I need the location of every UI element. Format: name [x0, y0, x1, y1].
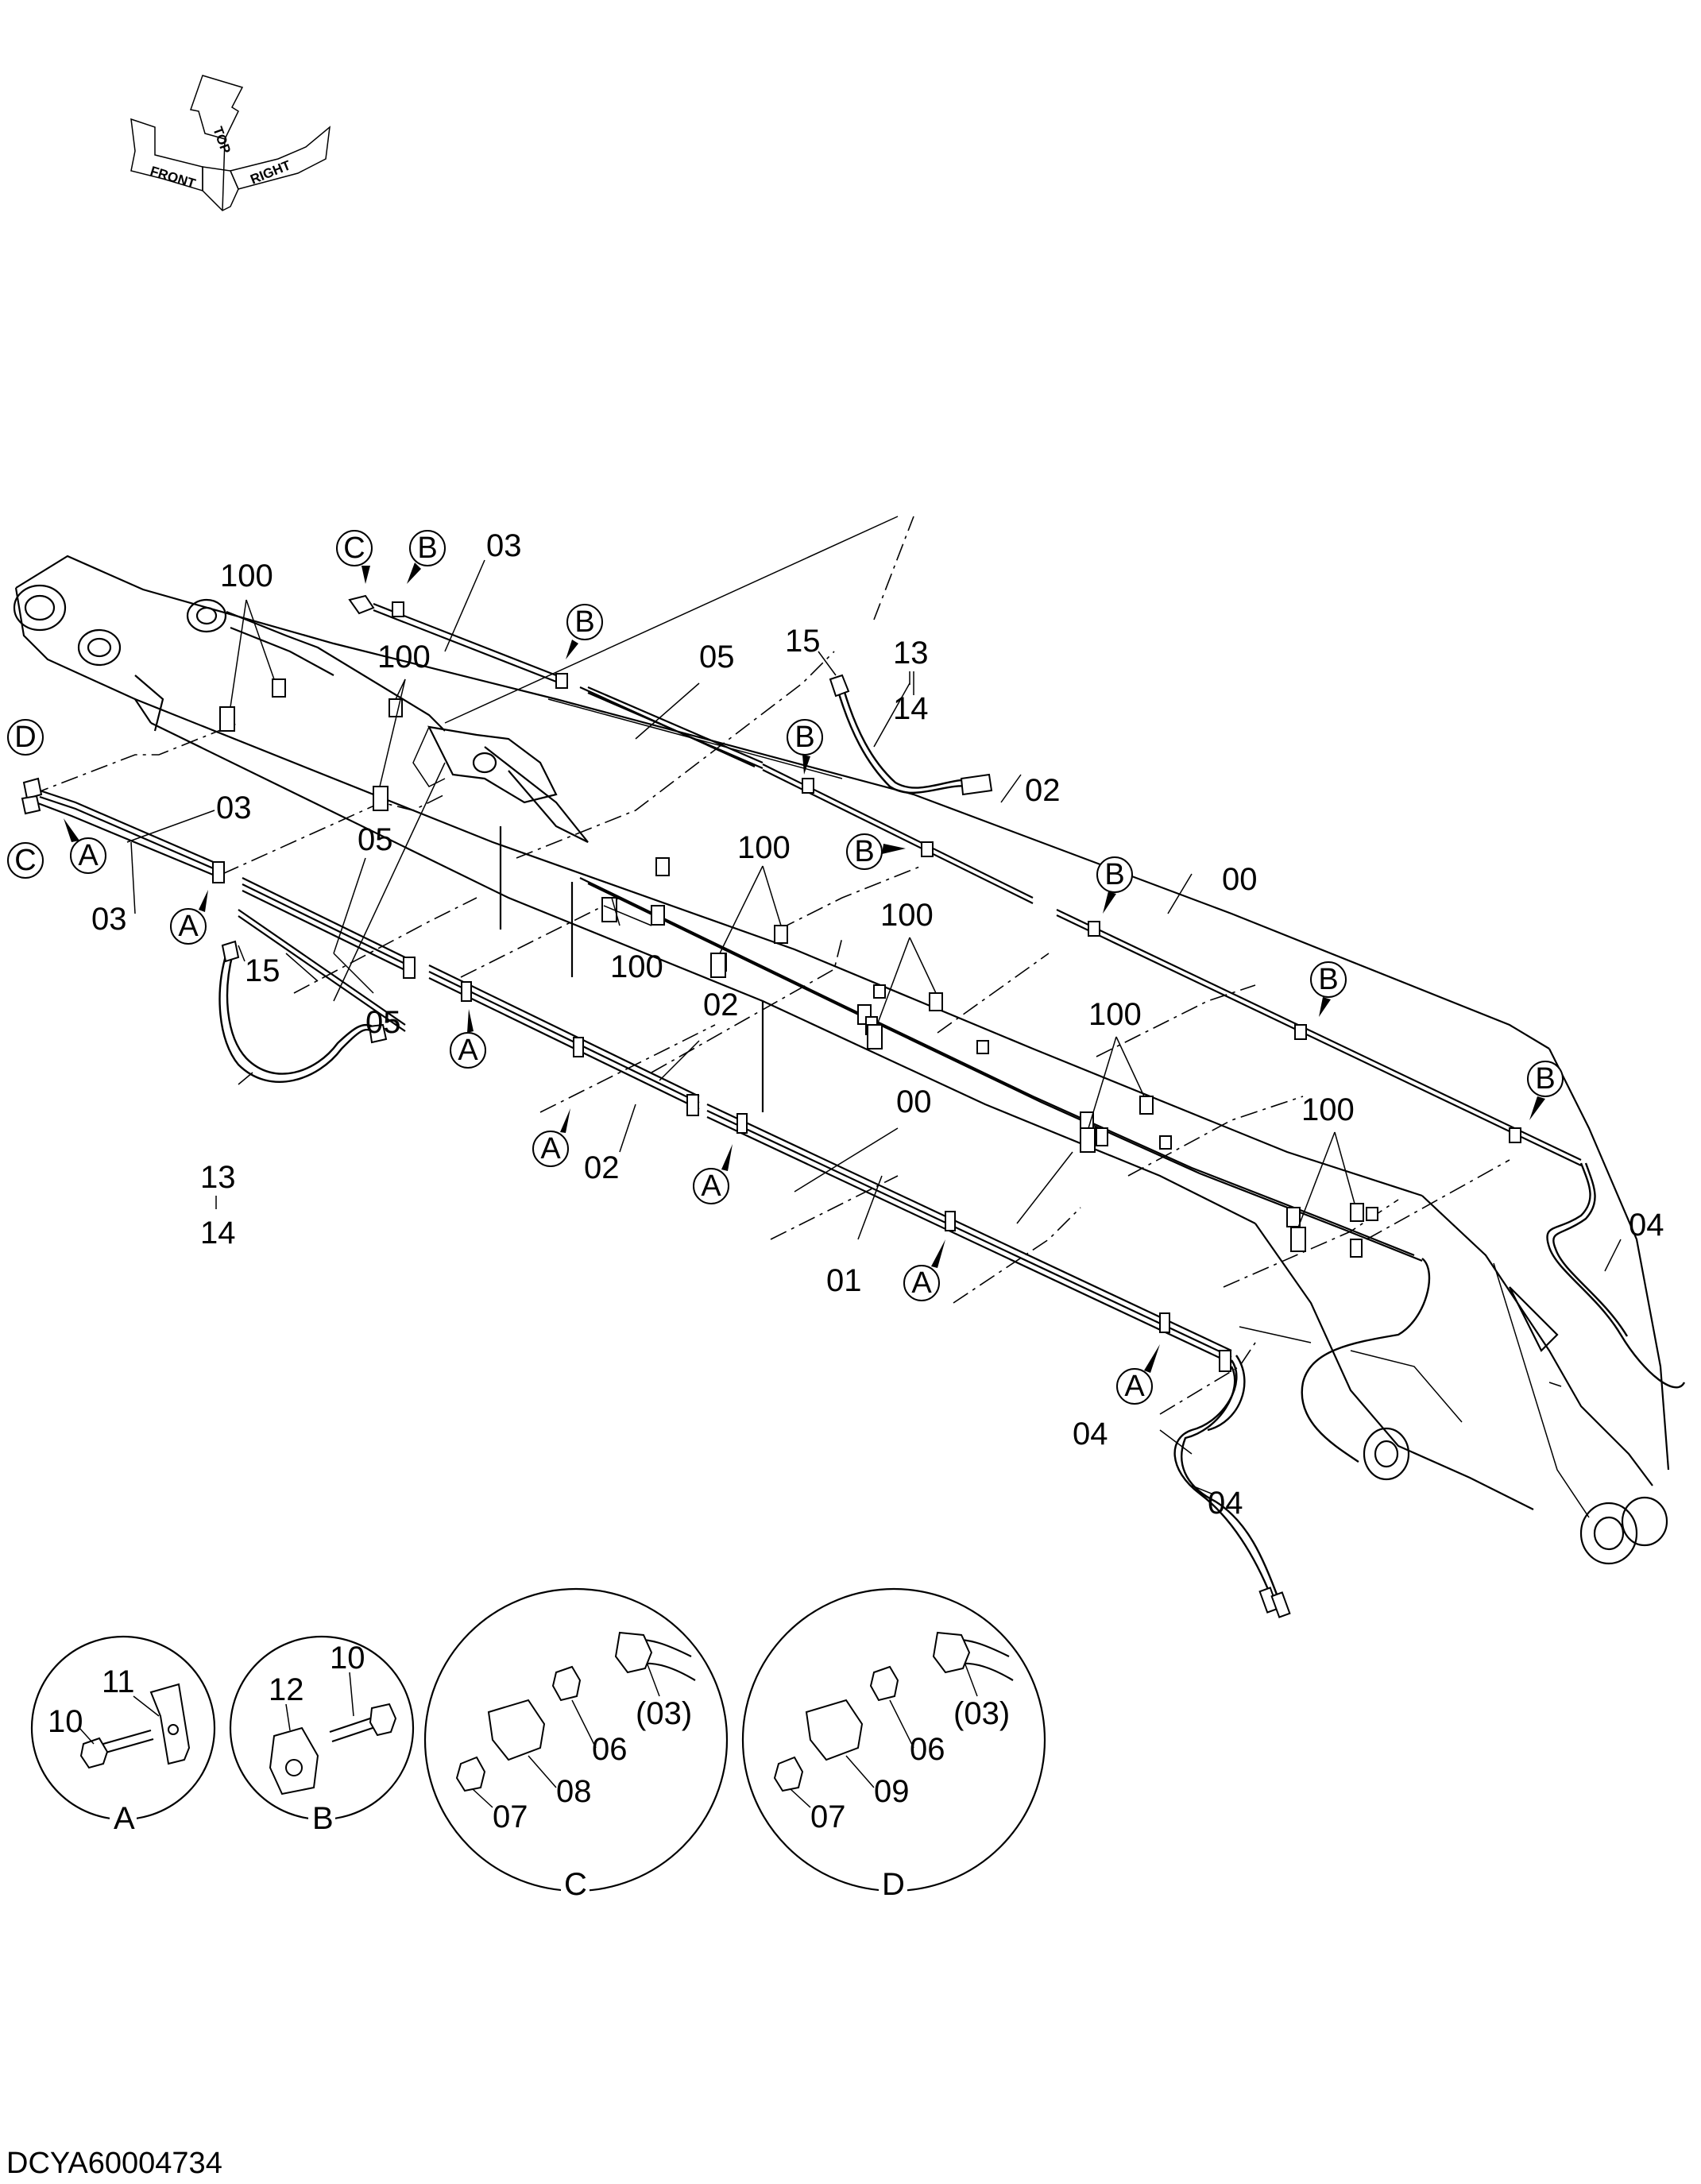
- callout-13: 13: [893, 636, 929, 671]
- detail-a: A 10 11: [30, 1635, 216, 1836]
- callout-05: 05: [358, 822, 393, 857]
- svg-text:A: A: [911, 1266, 932, 1300]
- detail-b-part-12: 12: [269, 1672, 304, 1707]
- detail-d-part-09: 09: [874, 1774, 910, 1809]
- detail-d: D (03) 06 09 07: [741, 1587, 1046, 1902]
- svg-text:B: B: [854, 835, 874, 868]
- callout-15: 15: [785, 624, 821, 659]
- callout-02: 02: [1025, 773, 1061, 808]
- svg-text:B: B: [794, 721, 814, 754]
- svg-text:C: C: [343, 532, 365, 565]
- callout-03: 03: [486, 528, 522, 563]
- callout-labels: 100 100 100 100 100 100 100 03 03 03 05 …: [91, 528, 1664, 1521]
- callout-15: 15: [245, 953, 280, 988]
- ref-marker-a: A: [450, 1032, 486, 1069]
- orient-right-label: RIGHT: [248, 157, 293, 187]
- upper-pipe-run: [348, 594, 1686, 1389]
- callout-14: 14: [893, 691, 929, 726]
- detail-a-part-10: 10: [48, 1704, 83, 1739]
- leader-lines: [126, 559, 1622, 1494]
- ref-marker-b: B: [566, 604, 603, 640]
- detail-c: C (03) 06 08 07: [423, 1587, 729, 1902]
- svg-text:A: A: [78, 839, 99, 872]
- ref-marker-a: A: [693, 1168, 729, 1204]
- ref-marker-c: C: [336, 530, 373, 566]
- circle-markers: B B B B B B B C D C A A A A A A A: [7, 530, 1564, 1405]
- ref-marker-b: B: [846, 833, 883, 870]
- svg-text:A: A: [701, 1169, 721, 1203]
- ref-marker-b: B: [1310, 961, 1347, 998]
- callout-14: 14: [200, 1216, 236, 1250]
- detail-b-part-10: 10: [330, 1641, 365, 1676]
- detail-d-label: D: [882, 1867, 905, 1902]
- callout-00: 00: [896, 1084, 932, 1119]
- svg-text:B: B: [1104, 858, 1124, 891]
- svg-text:A: A: [540, 1132, 561, 1165]
- detail-d-part-03: (03): [953, 1696, 1010, 1731]
- svg-text:D: D: [14, 721, 36, 754]
- svg-text:C: C: [14, 844, 36, 877]
- callout-03: 03: [91, 902, 127, 937]
- ref-marker-c: C: [7, 842, 44, 879]
- detail-a-part-11: 11: [102, 1664, 135, 1699]
- callout-00: 00: [1222, 862, 1258, 897]
- ref-marker-d: D: [7, 719, 44, 756]
- orient-front-label: FRONT: [149, 164, 198, 191]
- detail-d-part-07: 07: [810, 1799, 846, 1834]
- callout-100: 100: [220, 559, 273, 593]
- detail-d-part-06: 06: [910, 1732, 945, 1767]
- callout-02: 02: [584, 1150, 620, 1185]
- ref-marker-a: A: [532, 1131, 569, 1167]
- ref-marker-b: B: [409, 530, 446, 566]
- phantom-lines: [31, 516, 1510, 1415]
- ref-marker-a: A: [170, 908, 207, 945]
- svg-text:A: A: [178, 910, 199, 943]
- ref-marker-a: A: [70, 837, 106, 874]
- detail-c-label: C: [564, 1867, 587, 1902]
- svg-text:A: A: [458, 1034, 478, 1067]
- detail-c-part-08: 08: [556, 1774, 592, 1809]
- callout-100: 100: [1088, 997, 1142, 1032]
- callout-100: 100: [610, 949, 663, 984]
- detail-c-part-06: 06: [592, 1732, 628, 1767]
- callout-100: 100: [737, 830, 791, 865]
- callout-04: 04: [1629, 1208, 1664, 1243]
- callout-05: 05: [699, 640, 735, 675]
- tube-05-and-hoses: [218, 674, 993, 1083]
- svg-text:B: B: [574, 605, 594, 639]
- detail-b: B 12 10: [229, 1635, 415, 1836]
- callout-03: 03: [216, 790, 252, 825]
- svg-text:A: A: [1124, 1370, 1145, 1403]
- callout-100: 100: [377, 640, 431, 675]
- svg-text:B: B: [1318, 963, 1338, 996]
- callout-04: 04: [1208, 1486, 1243, 1521]
- drawing-code: DCYA60004734: [6, 2147, 222, 2180]
- detail-b-label: B: [312, 1801, 334, 1836]
- svg-text:B: B: [1535, 1062, 1555, 1096]
- svg-text:B: B: [417, 532, 437, 565]
- ref-marker-b: B: [787, 719, 823, 756]
- callout-05: 05: [365, 1005, 401, 1040]
- ref-marker-a: A: [903, 1265, 940, 1301]
- detail-a-label: A: [114, 1801, 135, 1836]
- clamp-100-parts: [219, 678, 1364, 1252]
- ref-marker-b: B: [1527, 1061, 1564, 1097]
- callout-01: 01: [826, 1263, 862, 1298]
- callout-100: 100: [880, 898, 934, 933]
- boom-structure: [13, 555, 1670, 1565]
- ref-marker-a: A: [1116, 1368, 1153, 1405]
- ref-marker-b: B: [1096, 856, 1133, 893]
- callout-04: 04: [1073, 1417, 1108, 1451]
- callout-02: 02: [703, 988, 739, 1022]
- detail-c-part-03: (03): [636, 1696, 692, 1731]
- detail-c-part-07: 07: [493, 1799, 528, 1834]
- orientation-symbol: FRONT TOP RIGHT: [130, 75, 331, 211]
- callout-100: 100: [1301, 1092, 1355, 1127]
- exploded-pipe-run: [21, 777, 1291, 1618]
- callout-13: 13: [200, 1160, 236, 1195]
